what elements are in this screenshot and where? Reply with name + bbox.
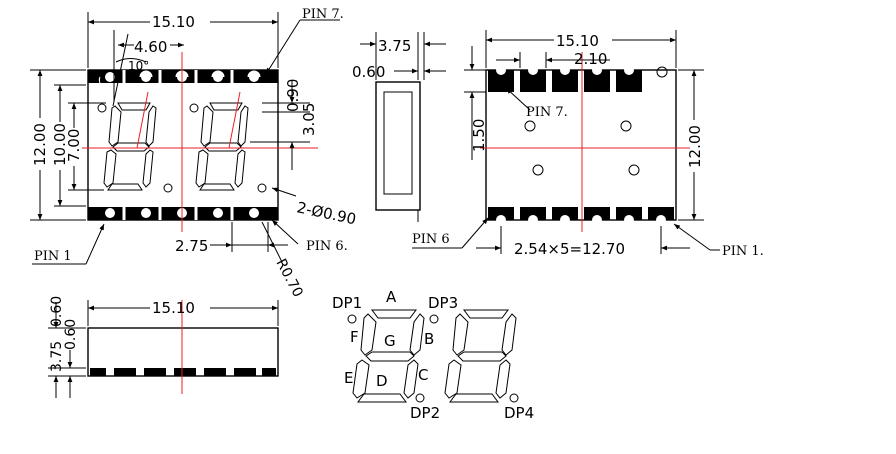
side-thickness-label: 3.75: [378, 37, 411, 55]
bottom-pads: [90, 368, 276, 376]
back-pin1-label: PIN 1.: [722, 244, 764, 259]
front-seg-offset-label: 0.90: [284, 79, 302, 112]
side-offset-label: 0.60: [352, 63, 385, 81]
back-width-label: 15.10: [556, 32, 599, 50]
front-hole-label: 2-Ø0.90: [295, 198, 358, 228]
back-bottom-pads: [488, 207, 674, 225]
legend-dp3: DP3: [428, 294, 458, 312]
bottom-offset-b-label: 0.60: [63, 319, 79, 350]
legend-digit-1: [347, 309, 425, 403]
front-pin6-label: PIN 6.: [306, 239, 348, 254]
front-view: 15.10 4.60 10° PIN 7. 12.00 10.00 7.00: [30, 7, 358, 300]
legend-e: E: [344, 369, 353, 387]
front-pin1-label: PIN 1: [34, 249, 72, 264]
front-seg-height-label: 3.05: [300, 103, 318, 136]
legend-digit-2: [429, 309, 519, 403]
front-digit-2: [189, 102, 267, 193]
bottom-width-label: 15.10: [152, 299, 195, 317]
legend-dp1: DP1: [332, 294, 362, 312]
back-view: 15.10 2.10 1.50 12.00 PIN 7. 2.54×5=12.7…: [412, 30, 764, 259]
segment-legend: DP1 A DP3 F G B E D C DP2 DP4: [332, 288, 534, 422]
front-height-digit-label: 7.00: [65, 129, 83, 162]
back-pin6-label: PIN 6: [412, 232, 450, 247]
back-height-label: 12.00: [686, 125, 704, 168]
front-pin-pitch-label: 2.75: [175, 237, 208, 255]
legend-c: C: [418, 366, 428, 384]
front-bottom-pads: [88, 207, 278, 220]
front-width-label: 15.10: [152, 13, 195, 31]
bottom-thickness-label: 3.75: [49, 341, 65, 372]
legend-g: G: [384, 332, 396, 350]
front-pin7-label: PIN 7.: [302, 7, 344, 22]
front-height-mid-label: 10.00: [51, 123, 69, 166]
legend-a: A: [386, 288, 397, 306]
bottom-offset-a-label: 0.60: [49, 296, 65, 327]
front-pitch-label: 4.60: [134, 38, 167, 56]
front-slant-label: 10°: [128, 59, 149, 73]
back-pad-width-label: 2.10: [574, 50, 607, 68]
front-radius-label: R0.70: [272, 256, 305, 300]
side-view: 3.75 0.60: [352, 32, 446, 222]
front-height-outer-label: 12.00: [31, 123, 49, 166]
legend-f: F: [350, 328, 359, 346]
back-top-pads: [488, 65, 668, 92]
legend-b: B: [424, 330, 434, 348]
legend-dp4: DP4: [504, 404, 534, 422]
front-digit-1: [97, 102, 173, 193]
front-top-pads: [88, 70, 278, 84]
legend-d: D: [376, 372, 388, 390]
back-pin7-label: PIN 7.: [526, 105, 568, 120]
legend-dp2: DP2: [410, 404, 440, 422]
bottom-view: 15.10 3.75 0.60 0.60: [48, 296, 279, 398]
back-pin-pitch-label: 2.54×5=12.70: [514, 240, 625, 258]
back-pad-height-label: 1.50: [470, 119, 488, 152]
